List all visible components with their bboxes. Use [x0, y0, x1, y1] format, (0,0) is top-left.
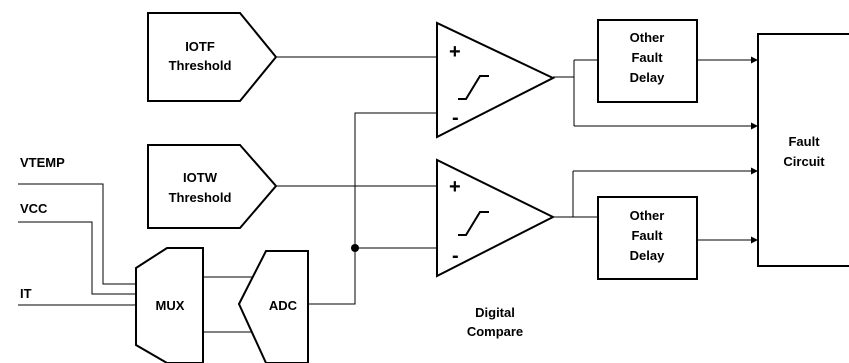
digital-compare-label-line2: Compare — [467, 324, 523, 339]
comparator-bottom-hysteresis-icon — [458, 211, 489, 236]
comparator-top-minus: - — [452, 107, 459, 129]
comparator-top-plus: + — [449, 41, 461, 63]
delay-top-label-line1: Other — [630, 30, 665, 45]
fault-circuit-block: Fault Circuit — [757, 33, 849, 267]
delay-bottom-label-line1: Other — [630, 208, 665, 223]
comparator-top-hysteresis-icon — [458, 75, 489, 100]
iotf-threshold-label-line2: Threshold — [169, 58, 232, 73]
comparator-top: + - — [436, 21, 556, 139]
iotw-threshold-label-line1: IOTW — [183, 170, 218, 185]
wire-vtemp — [18, 183, 136, 285]
iotf-threshold-block: IOTF Threshold — [147, 12, 278, 102]
input-label-vcc: VCC — [20, 201, 48, 216]
delay-bottom-label-line2: Fault — [631, 228, 663, 243]
adc-label: ADC — [269, 298, 298, 313]
mux-label: MUX — [156, 298, 185, 313]
comparator-bottom: + - — [436, 158, 556, 278]
wire-vcc — [18, 221, 136, 295]
input-label-it: IT — [20, 286, 32, 301]
wire-adc-to-comparator-top-minus — [308, 112, 437, 305]
delay-top-label-line3: Delay — [630, 70, 665, 85]
junction-dot — [351, 244, 359, 252]
iotw-threshold-label-line2: Threshold — [169, 190, 232, 205]
digital-compare-label-line1: Digital — [475, 305, 515, 320]
other-fault-delay-bottom-block: Other Fault Delay — [597, 196, 698, 280]
comparator-bottom-plus: + — [449, 176, 461, 198]
fault-circuit-label-line2: Circuit — [783, 154, 825, 169]
iotw-threshold-block: IOTW Threshold — [147, 144, 278, 229]
adc-block: ADC — [237, 250, 309, 363]
delay-bottom-label-line3: Delay — [630, 248, 665, 263]
iotf-threshold-label-line1: IOTF — [185, 39, 215, 54]
comparator-bottom-minus: - — [452, 245, 459, 267]
input-label-vtemp: VTEMP — [20, 155, 65, 170]
mux-block: MUX — [135, 247, 204, 363]
wires — [18, 56, 758, 333]
delay-top-label-line2: Fault — [631, 50, 663, 65]
fault-circuit-label-line1: Fault — [788, 134, 820, 149]
other-fault-delay-top-block: Other Fault Delay — [597, 19, 698, 103]
